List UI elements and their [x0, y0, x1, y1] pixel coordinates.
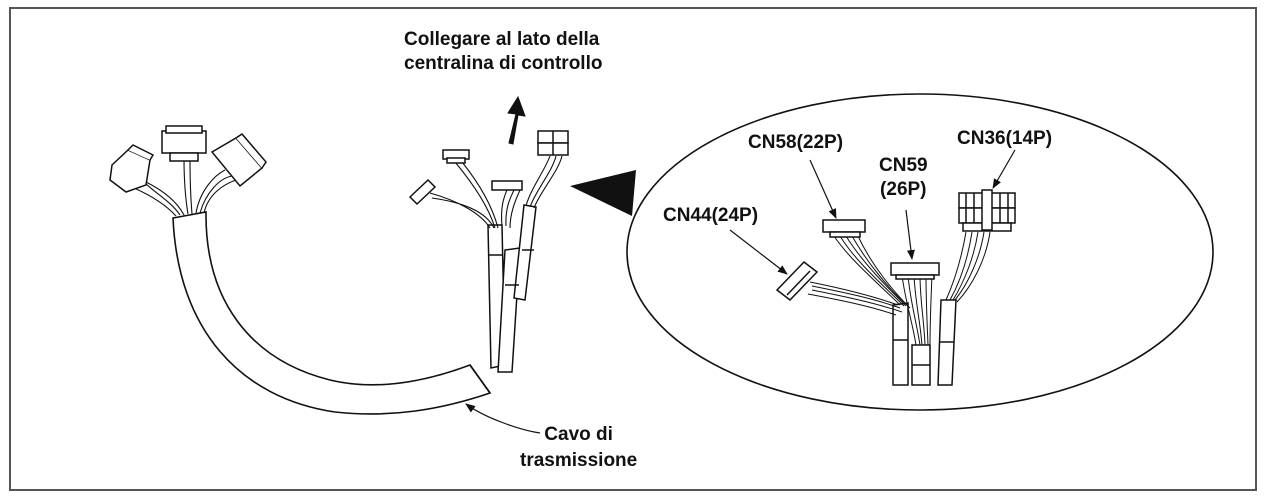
cable-label-line1: Cavo di	[544, 424, 613, 445]
connect-to-control-unit-label: Collegare al lato della centralina di co…	[404, 28, 602, 76]
up-arrow-icon	[507, 95, 526, 145]
detail-wires	[807, 231, 991, 346]
cable-callout-arrow	[465, 403, 541, 434]
connect-label-line2: centralina di controllo	[404, 53, 603, 74]
detail-connectors	[775, 189, 1016, 302]
cn36-label: CN36(14P)	[957, 128, 1053, 149]
cable-label-line2: trasmissione	[520, 450, 638, 471]
cn59-label-line2: (26P)	[880, 179, 927, 200]
diagram-frame	[9, 7, 1257, 491]
detail-leader-arrows	[729, 149, 1016, 275]
cn58-label: CN58(22P)	[748, 132, 844, 153]
detail-ellipse	[626, 93, 1214, 411]
transmission-cable	[172, 211, 492, 415]
cn44-label: CN44(24P)	[663, 205, 759, 226]
connect-label-line1: Collegare al lato della	[404, 29, 600, 50]
right-connectors	[408, 130, 569, 206]
cn59-label: CN59 (26P)	[879, 154, 928, 202]
sub-cables-right	[487, 204, 537, 373]
right-connector-bundle	[429, 155, 563, 229]
cn59-label-line1: CN59	[879, 155, 928, 176]
zoom-pointer	[570, 170, 636, 216]
left-connectors	[109, 125, 267, 193]
detail-sheaths	[892, 299, 957, 386]
transmission-cable-label: Cavo di trasmissione	[520, 422, 637, 474]
